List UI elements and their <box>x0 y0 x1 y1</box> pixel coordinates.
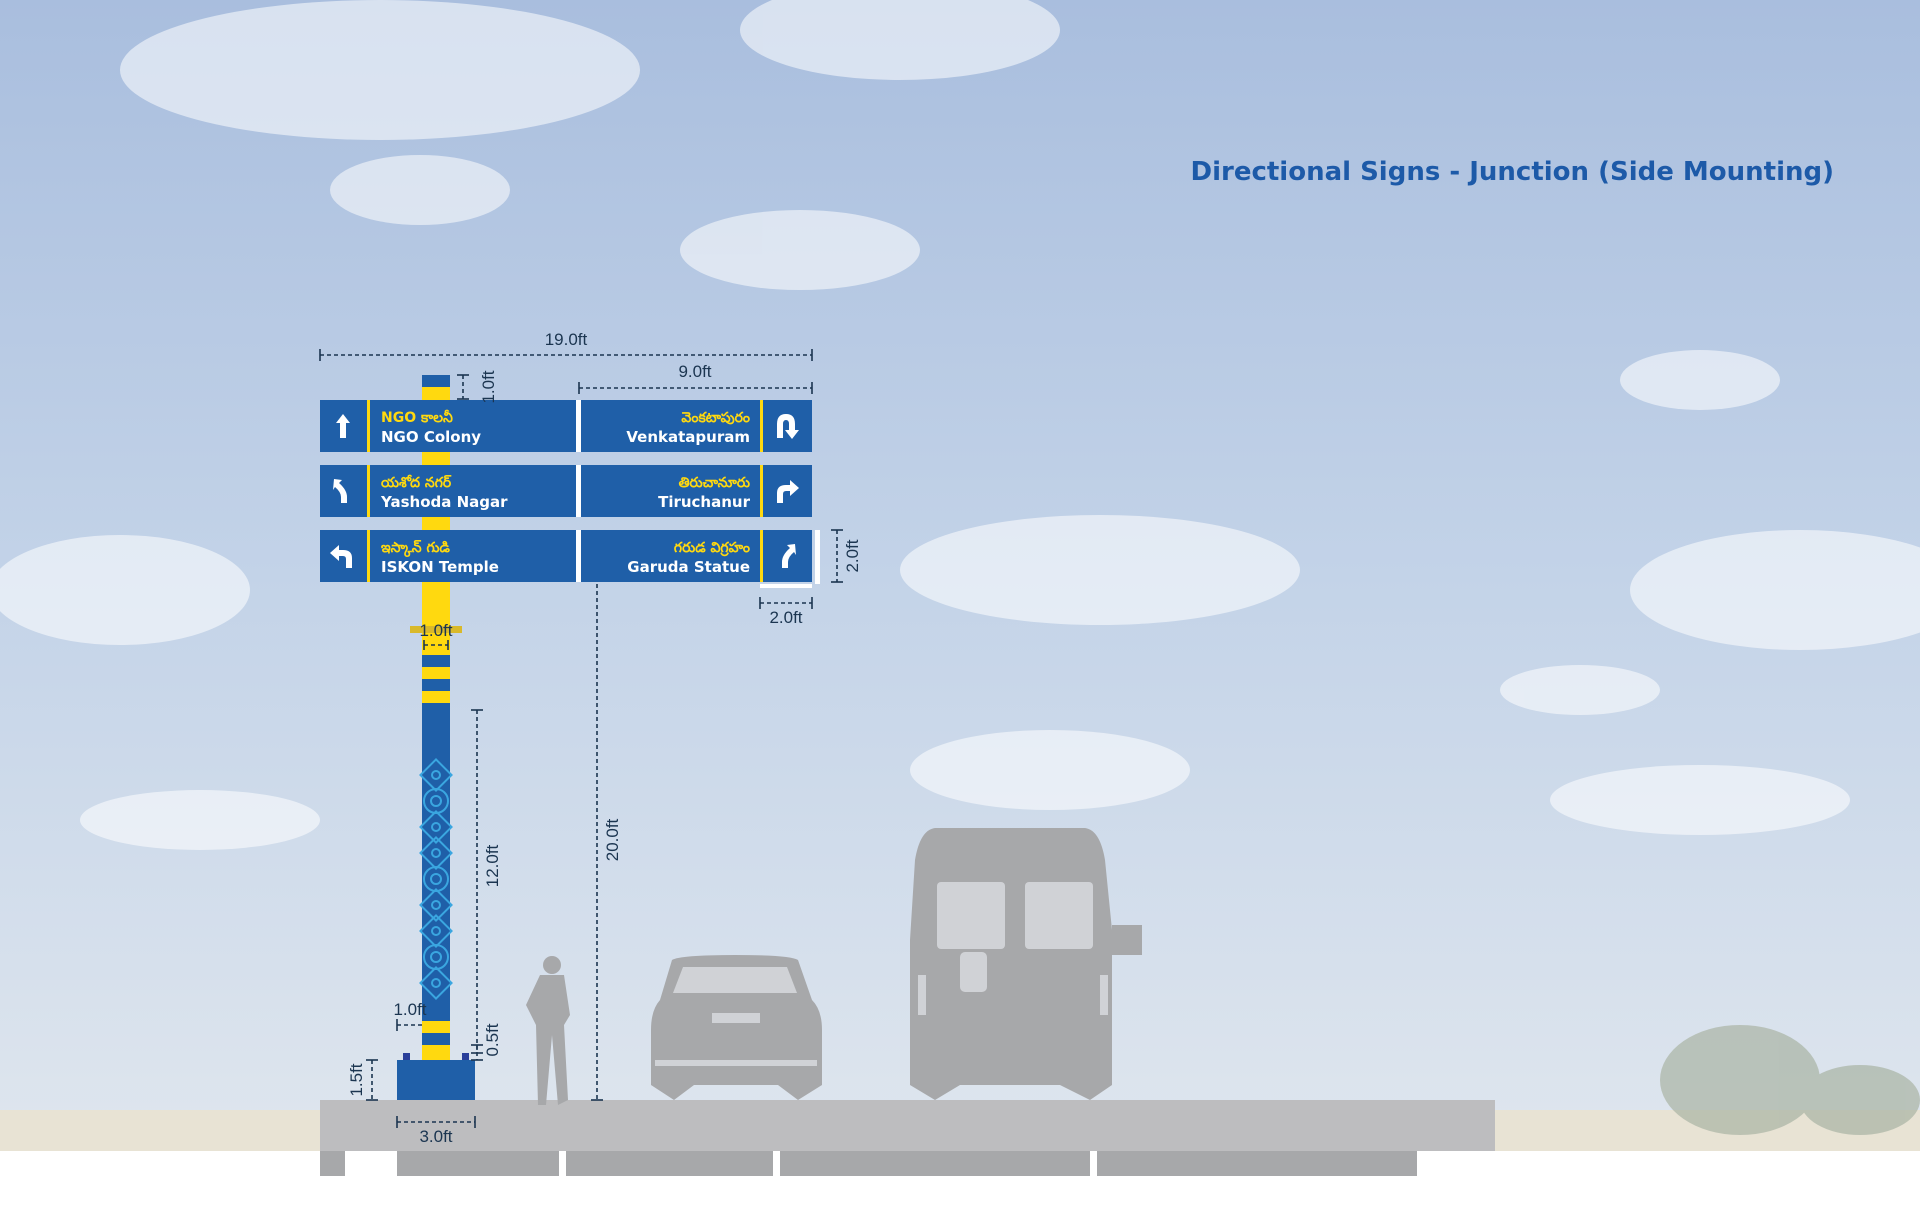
dim-pole-width: 1.0ft <box>419 621 452 640</box>
ground-slab <box>320 1100 1495 1151</box>
sign-divider <box>760 465 763 517</box>
sign-row: యశోద నగర్ Yashoda Nagar తిరుచానూరు Tiruchan… <box>320 465 812 517</box>
dim-pole-offset: 1.0ft <box>393 1000 426 1019</box>
sign-gap <box>576 465 581 517</box>
sign-boards: NGO కాలనీ NGO Colony వెంకటాపురం Venkatapura… <box>320 400 820 588</box>
sign-board-left <box>320 465 576 517</box>
dim-icon-width: 2.0ft <box>769 608 802 627</box>
sign-board-left <box>320 400 576 452</box>
dim-clearance: 20.0ft <box>603 818 622 861</box>
sign-board-left <box>320 530 576 582</box>
sign-divider <box>760 400 763 452</box>
sign-row: ఇస్కాన్ గుడిISKON Temple గరుడ విగ్రహంGaru… <box>320 530 812 582</box>
dimension-labels: 19.0ft 9.0ft 1.0ft 2.0ft 2.0ft 1.0ft 12.… <box>347 330 862 1146</box>
sign-divider <box>367 465 370 517</box>
sign-edge-marker <box>760 584 812 588</box>
sign-board-right <box>581 530 760 582</box>
arrow-bear-right-icon <box>782 544 796 568</box>
sign-board-right <box>581 465 760 517</box>
sign-gap <box>576 530 581 582</box>
sign-left-english: Yashoda Nagar <box>380 493 508 511</box>
arrow-bear-left-icon <box>333 479 347 503</box>
sign-left-telugu: NGO కాలనీ <box>381 410 453 426</box>
ground-footing <box>320 1151 1417 1176</box>
pole-base <box>397 1053 475 1100</box>
car-silhouette <box>651 955 822 1100</box>
clouds <box>0 0 1920 850</box>
dim-right-arm: 9.0ft <box>678 362 711 381</box>
dim-pole-top: 1.0ft <box>479 370 498 403</box>
arrow-up-icon <box>336 414 350 438</box>
dim-base-height: 1.5ft <box>347 1063 366 1096</box>
sign-right-english: Venkatapuram <box>626 428 750 446</box>
sign-right-english: Tiruchanur <box>658 493 750 511</box>
sign-left-english: NGO Colony <box>381 428 481 446</box>
dimension-lines <box>319 349 843 1128</box>
sign-left-telugu: ఇస్కాన్ గుడి <box>381 539 450 557</box>
page-title: Directional Signs - Junction (Side Mount… <box>1191 157 1835 187</box>
sign-right-telugu: వెంకటాపురం <box>681 410 750 426</box>
sign-left-telugu: యశోద నగర్ <box>381 474 452 491</box>
arrow-turn-right-icon <box>777 480 799 503</box>
dim-pattern-height: 12.0ft <box>483 844 502 887</box>
tree <box>1660 1025 1920 1135</box>
sign-left-english: ISKON Temple <box>381 558 499 576</box>
sign-gap <box>576 400 581 452</box>
sign-right-telugu: గరుడ విగ్రహం <box>674 540 750 557</box>
sign-edge-marker <box>815 530 820 584</box>
sign-divider <box>367 530 370 582</box>
sign-board-right <box>581 400 760 452</box>
sign-right-telugu: తిరుచానూరు <box>679 475 751 491</box>
dim-total-width: 19.0ft <box>545 330 588 349</box>
sign-right-english: Garuda Statue <box>627 558 750 576</box>
sign-divider <box>367 400 370 452</box>
sign-icon-panel <box>761 400 812 452</box>
van-silhouette <box>910 828 1142 1100</box>
u-turn-icon <box>777 414 799 439</box>
dim-base-width: 3.0ft <box>419 1127 452 1146</box>
dim-band-height: 0.5ft <box>483 1023 502 1056</box>
person-silhouette <box>526 956 570 1105</box>
dim-sign-height: 2.0ft <box>843 539 862 572</box>
arrow-turn-left-icon <box>330 545 352 568</box>
sign-row: NGO కాలనీ NGO Colony వెంకటాపురం Venkatapura… <box>320 400 812 452</box>
sign-divider <box>760 530 763 582</box>
